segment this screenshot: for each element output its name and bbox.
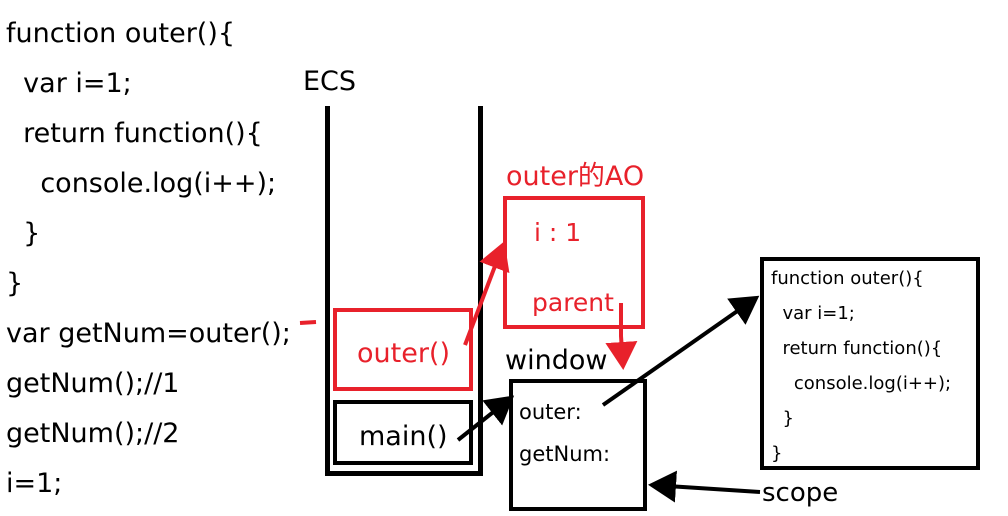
code-line: var getNum=outer(); [6,318,291,349]
arrow-main-frame-to-window [456,395,515,442]
arrow-outer-frame-to-ao [463,241,510,346]
code-line: function outer(){ [6,18,236,49]
ecs-frame-main-label: main() [359,421,448,452]
ecs-frame-outer-label: outer() [357,338,450,369]
code-line: console.log(i++); [6,168,277,199]
code-line: getNum();//2 [6,418,180,449]
code-line: return function(){ [6,118,263,149]
ao-i-value: i : 1 [534,218,582,247]
function-code-line: var i=1; [771,303,855,324]
function-object-box: function outer(){ var i=1; return functi… [760,257,980,470]
ecs-frame-outer: outer() [333,308,473,391]
window-prop-outer: outer: [519,400,582,424]
code-line: } [6,268,24,299]
window-box: outer: getNum: [509,379,647,511]
function-code-line: return function(){ [771,338,943,359]
function-code-line: console.log(i++); [771,373,952,394]
code-line: } [6,218,41,249]
function-code-line: } [771,408,794,429]
ao-parent-label: parent [532,288,614,317]
function-code-line: } [771,443,783,464]
red-dash-marker [299,320,317,325]
ecs-frame-main: main() [333,400,473,465]
window-prop-getnum: getNum: [519,442,611,466]
scope-label: scope [762,478,839,508]
ecs-stack [325,106,483,476]
function-code-line: function outer(){ [771,268,924,289]
arrow-scope-to-window [648,470,761,503]
code-line: i=1; [6,468,63,499]
code-line: getNum();//1 [6,368,180,399]
code-line: var i=1; [6,68,132,99]
ao-title: outer的AO [506,161,645,192]
window-title: window [505,345,608,376]
arrow-outer-to-function [601,295,760,407]
ecs-title: ECS [303,66,357,97]
arrow-parent-to-window [605,303,638,370]
